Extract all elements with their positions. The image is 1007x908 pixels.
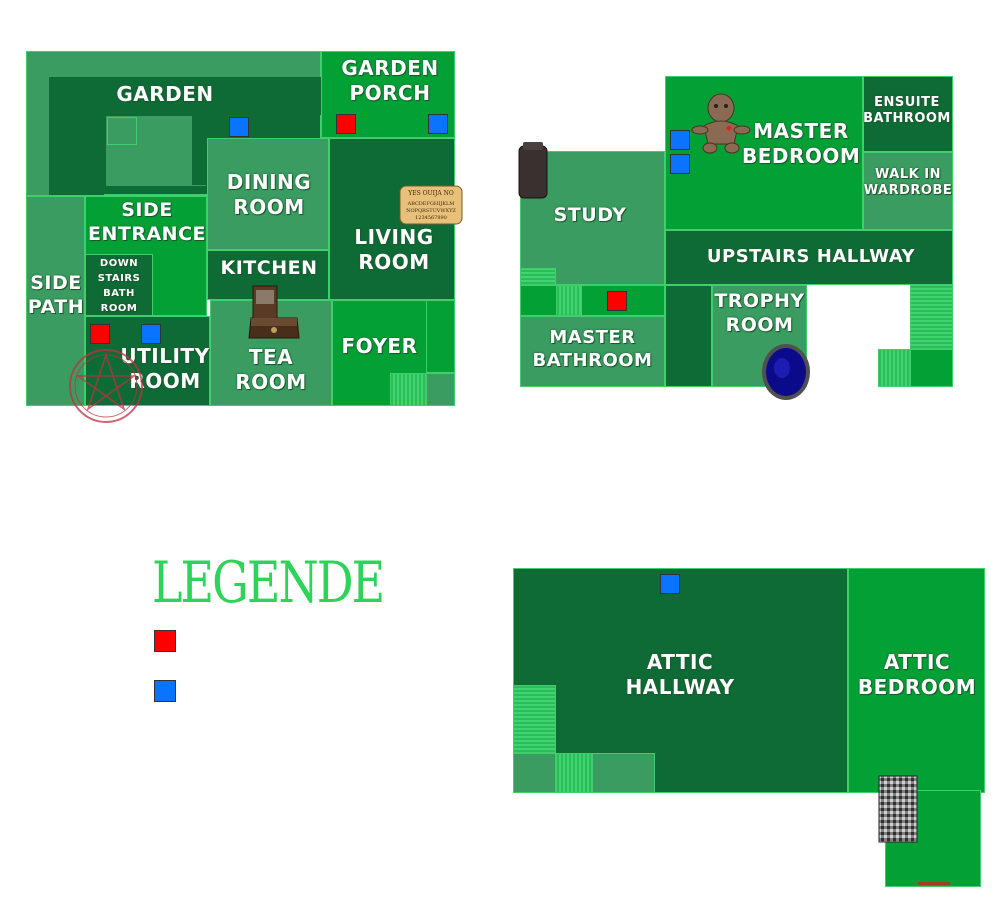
foyer-label: FOYER — [341, 334, 418, 358]
foyer-corner — [426, 373, 455, 406]
summoning-circle-icon — [69, 349, 143, 423]
svg-text:NOPQRSTUVWXYZ: NOPQRSTUVWXYZ — [406, 208, 456, 214]
attic-bedroom[interactable] — [848, 568, 985, 793]
legend-red-marker — [154, 630, 176, 652]
ensuite-bathroom-label: ENSUITE BATHROOM — [863, 95, 951, 127]
ground-stairs — [390, 373, 426, 406]
voodoo-doll-icon[interactable] — [690, 90, 752, 154]
blue-marker — [670, 130, 690, 150]
living-room-label: LIVING ROOM — [354, 225, 434, 274]
red-marker — [90, 324, 110, 344]
downstairs-bathroom-label: DOWN STAIRS BATH ROOM — [97, 258, 141, 314]
red-marker — [607, 291, 627, 311]
attic-bedroom-label: ATTIC BEDROOM — [857, 650, 977, 699]
master-bathroom[interactable] — [520, 316, 665, 387]
garden-hedge-mid — [192, 115, 207, 185]
walk-in-wardrobe[interactable] — [863, 152, 953, 230]
legend-title: LEGENDE — [152, 548, 385, 616]
side-entrance-label: SIDE ENTRANCE — [88, 199, 206, 245]
walk-in-wardrobe-label: WALK IN WARDROBE — [863, 167, 953, 199]
attic-landing-left — [513, 753, 556, 793]
svg-text:ABCDEFGHIJKLM: ABCDEFGHIJKLM — [407, 201, 455, 207]
garden-label: GARDEN — [116, 82, 214, 106]
trophy-room-label: TROPHY ROOM — [714, 290, 805, 336]
ensuite-bathroom[interactable] — [863, 76, 953, 152]
blue-marker — [428, 114, 448, 134]
garden-pond — [107, 117, 137, 145]
foyer-closet — [426, 300, 455, 373]
garden-hedge — [49, 77, 104, 195]
svg-text:1234567890: 1234567890 — [415, 215, 447, 221]
ouija-board-icon[interactable]: YES OUIJA NO ABCDEFGHIJKLM NOPQRSTUVWXYZ… — [398, 184, 464, 226]
landing-right — [910, 349, 953, 387]
master-bedroom-label: MASTER BEDROOM — [742, 119, 861, 168]
upstairs-hallway-label: UPSTAIRS HALLWAY — [706, 246, 916, 267]
tea-room-label: TEA ROOM — [235, 345, 307, 394]
haunted-picture-icon[interactable] — [878, 775, 918, 843]
hall-stairs — [556, 285, 582, 316]
music-box-icon[interactable] — [245, 278, 303, 342]
hallway-connector — [520, 285, 665, 316]
hallway-side — [665, 285, 712, 387]
legend-blue-marker — [154, 680, 176, 702]
blue-marker — [141, 324, 161, 344]
svg-text:YES OUIJA NO: YES OUIJA NO — [407, 190, 454, 197]
upper-stairs-right — [910, 285, 953, 349]
upstairs-hallway[interactable] — [665, 230, 953, 285]
attic-stairs-bottom — [556, 753, 592, 793]
garden-hedge-top — [104, 77, 321, 115]
garden-porch-label: GARDEN PORCH — [341, 56, 439, 105]
cursed-mirror-icon[interactable] — [760, 342, 812, 402]
dining-room[interactable] — [207, 138, 329, 250]
downstairs-bathroom[interactable] — [85, 254, 153, 316]
blue-marker — [229, 117, 249, 137]
dining-room-label: DINING ROOM — [226, 170, 312, 219]
red-marker — [336, 114, 356, 134]
master-bathroom-label: MASTER BATHROOM — [532, 327, 653, 371]
attic-stairs-left — [513, 685, 556, 753]
study-stairs — [520, 268, 556, 285]
master-bedroom[interactable] — [665, 76, 863, 230]
kitchen-label: KITCHEN — [220, 257, 318, 279]
blue-marker — [660, 574, 680, 594]
side-path-room[interactable] — [26, 196, 85, 406]
blue-marker — [670, 154, 690, 174]
side-path-label: SIDE PATH — [27, 272, 85, 318]
tarot-box-icon[interactable] — [515, 140, 551, 200]
study-label: STUDY — [553, 204, 627, 226]
landing-stairs — [878, 349, 910, 387]
attic-door — [918, 882, 950, 885]
attic-hallway-label: ATTIC HALLWAY — [625, 650, 735, 699]
attic-landing-bottom — [592, 753, 655, 793]
